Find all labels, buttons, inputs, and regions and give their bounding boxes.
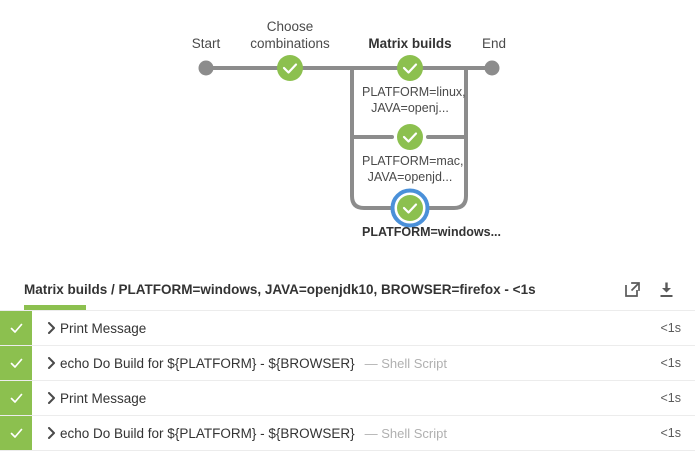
row-status-badge <box>0 416 32 450</box>
row-status-badge <box>0 381 32 415</box>
pipeline-graph: Start Choose combinations Matrix builds … <box>191 19 507 239</box>
branch-rail-right <box>426 66 468 210</box>
header-accent-bar <box>24 305 86 310</box>
stage-label-end: End <box>481 36 507 51</box>
log-rows: Print Message <1s echo Do Build for ${PL… <box>0 310 695 451</box>
row-duration: <1s <box>660 356 681 370</box>
selected-ring <box>390 188 430 228</box>
row-status-badge <box>0 311 32 345</box>
branch-rail-left <box>350 66 394 210</box>
row-expand-chevron[interactable] <box>42 392 60 404</box>
row-status-badge <box>0 346 32 380</box>
row-duration: <1s <box>660 321 681 335</box>
chevron-right-icon <box>47 427 55 439</box>
start-dot-icon[interactable] <box>198 60 214 76</box>
matrix-node-windows[interactable] <box>390 188 430 228</box>
row-title: echo Do Build for ${PLATFORM} - ${BROWSE… <box>60 425 355 441</box>
row-body: Print Message <1s <box>32 311 695 345</box>
check-icon <box>282 63 298 74</box>
stage-label-choose-combinations: Choose combinations <box>250 19 330 51</box>
row-title: echo Do Build for ${PLATFORM} - ${BROWSE… <box>60 355 355 371</box>
row-subtitle: — Shell Script <box>364 355 447 371</box>
stage-label-matrix-builds: Matrix builds <box>368 36 452 51</box>
chevron-right-icon <box>47 357 55 369</box>
row-expand-chevron[interactable] <box>42 322 60 334</box>
matrix-node-label-mac: PLATFORM=mac, JAVA=openjd... <box>362 154 464 184</box>
external-link-icon <box>624 281 640 297</box>
chevron-right-icon <box>47 392 55 404</box>
row-expand-chevron[interactable] <box>42 427 60 439</box>
check-icon <box>10 428 22 438</box>
row-title: Print Message <box>60 320 147 336</box>
row-duration: <1s <box>660 426 681 440</box>
row-title: Print Message <box>60 390 147 406</box>
log-header-title: Matrix builds / PLATFORM=windows, JAVA=o… <box>24 281 536 297</box>
matrix-node-mac[interactable] <box>397 124 423 150</box>
check-icon <box>402 203 418 214</box>
matrix-node-label-windows: PLATFORM=windows... <box>362 225 502 239</box>
table-row[interactable]: echo Do Build for ${PLATFORM} - ${BROWSE… <box>0 346 695 381</box>
table-row[interactable]: Print Message <1s <box>0 311 695 346</box>
table-row[interactable]: echo Do Build for ${PLATFORM} - ${BROWSE… <box>0 416 695 451</box>
pipeline-graph-svg <box>198 55 500 228</box>
row-body: echo Do Build for ${PLATFORM} - ${BROWSE… <box>32 346 695 380</box>
stage-label-start: Start <box>191 36 221 51</box>
row-subtitle: — Shell Script <box>364 425 447 441</box>
table-row[interactable]: Print Message <1s <box>0 381 695 416</box>
check-icon <box>402 132 418 143</box>
matrix-node-label-linux: PLATFORM=linux, JAVA=openj... <box>362 85 466 115</box>
check-icon <box>402 63 418 74</box>
download-icon <box>660 282 672 297</box>
chevron-right-icon <box>47 322 55 334</box>
end-dot-icon[interactable] <box>484 60 500 76</box>
log-header: Matrix builds / PLATFORM=windows, JAVA=o… <box>0 268 695 310</box>
check-icon <box>10 393 22 403</box>
stage-node-choose-combinations[interactable] <box>277 55 303 81</box>
check-icon <box>10 323 22 333</box>
check-icon <box>10 358 22 368</box>
stage-node-matrix-builds[interactable] <box>397 55 423 81</box>
row-duration: <1s <box>660 391 681 405</box>
download-button[interactable] <box>653 276 679 302</box>
row-body: echo Do Build for ${PLATFORM} - ${BROWSE… <box>32 416 695 450</box>
open-in-new-button[interactable] <box>619 276 645 302</box>
row-expand-chevron[interactable] <box>42 357 60 369</box>
row-body: Print Message <1s <box>32 381 695 415</box>
log-panel: Matrix builds / PLATFORM=windows, JAVA=o… <box>0 268 695 451</box>
